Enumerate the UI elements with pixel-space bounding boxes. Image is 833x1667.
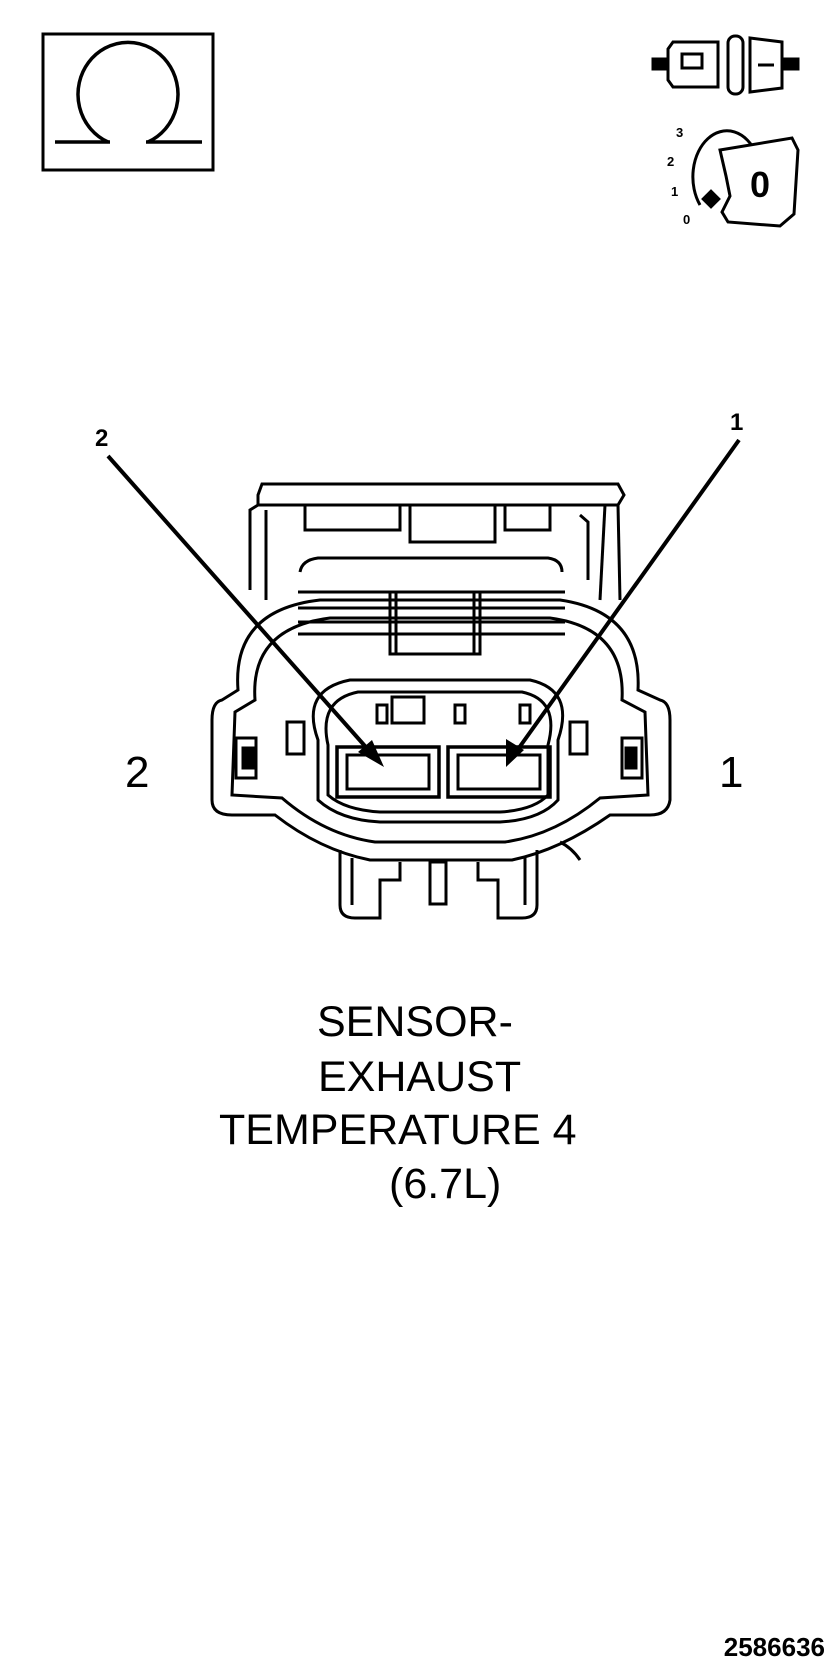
- title-line-2: EXHAUST: [318, 1053, 522, 1101]
- ignition-key-icon: 3 2 1 0 0: [667, 125, 800, 228]
- pin1-side-label: 1: [719, 748, 743, 797]
- pin1-leader-label: 1: [730, 409, 743, 436]
- pin1-leader: [506, 438, 741, 767]
- ignition-position-2: 2: [667, 154, 674, 169]
- ohm-icon: [41, 32, 215, 172]
- title-line-1: SENSOR-: [317, 998, 513, 1046]
- title-line-3: TEMPERATURE 4: [219, 1106, 577, 1154]
- connector-disconnected-icon: [651, 34, 800, 96]
- pin2-side-label: 2: [125, 748, 149, 797]
- ignition-position-1: 1: [671, 184, 678, 199]
- ignition-position-0: 0: [683, 212, 690, 227]
- pin2-leader-label: 2: [95, 425, 108, 452]
- ignition-position-3: 3: [676, 125, 683, 140]
- figure-id: 2586636: [723, 1632, 825, 1662]
- connector-face: [210, 482, 672, 920]
- title-line-4: (6.7L): [389, 1160, 502, 1208]
- ignition-key-position-label: 0: [750, 164, 770, 205]
- pin2-leader: [106, 454, 384, 767]
